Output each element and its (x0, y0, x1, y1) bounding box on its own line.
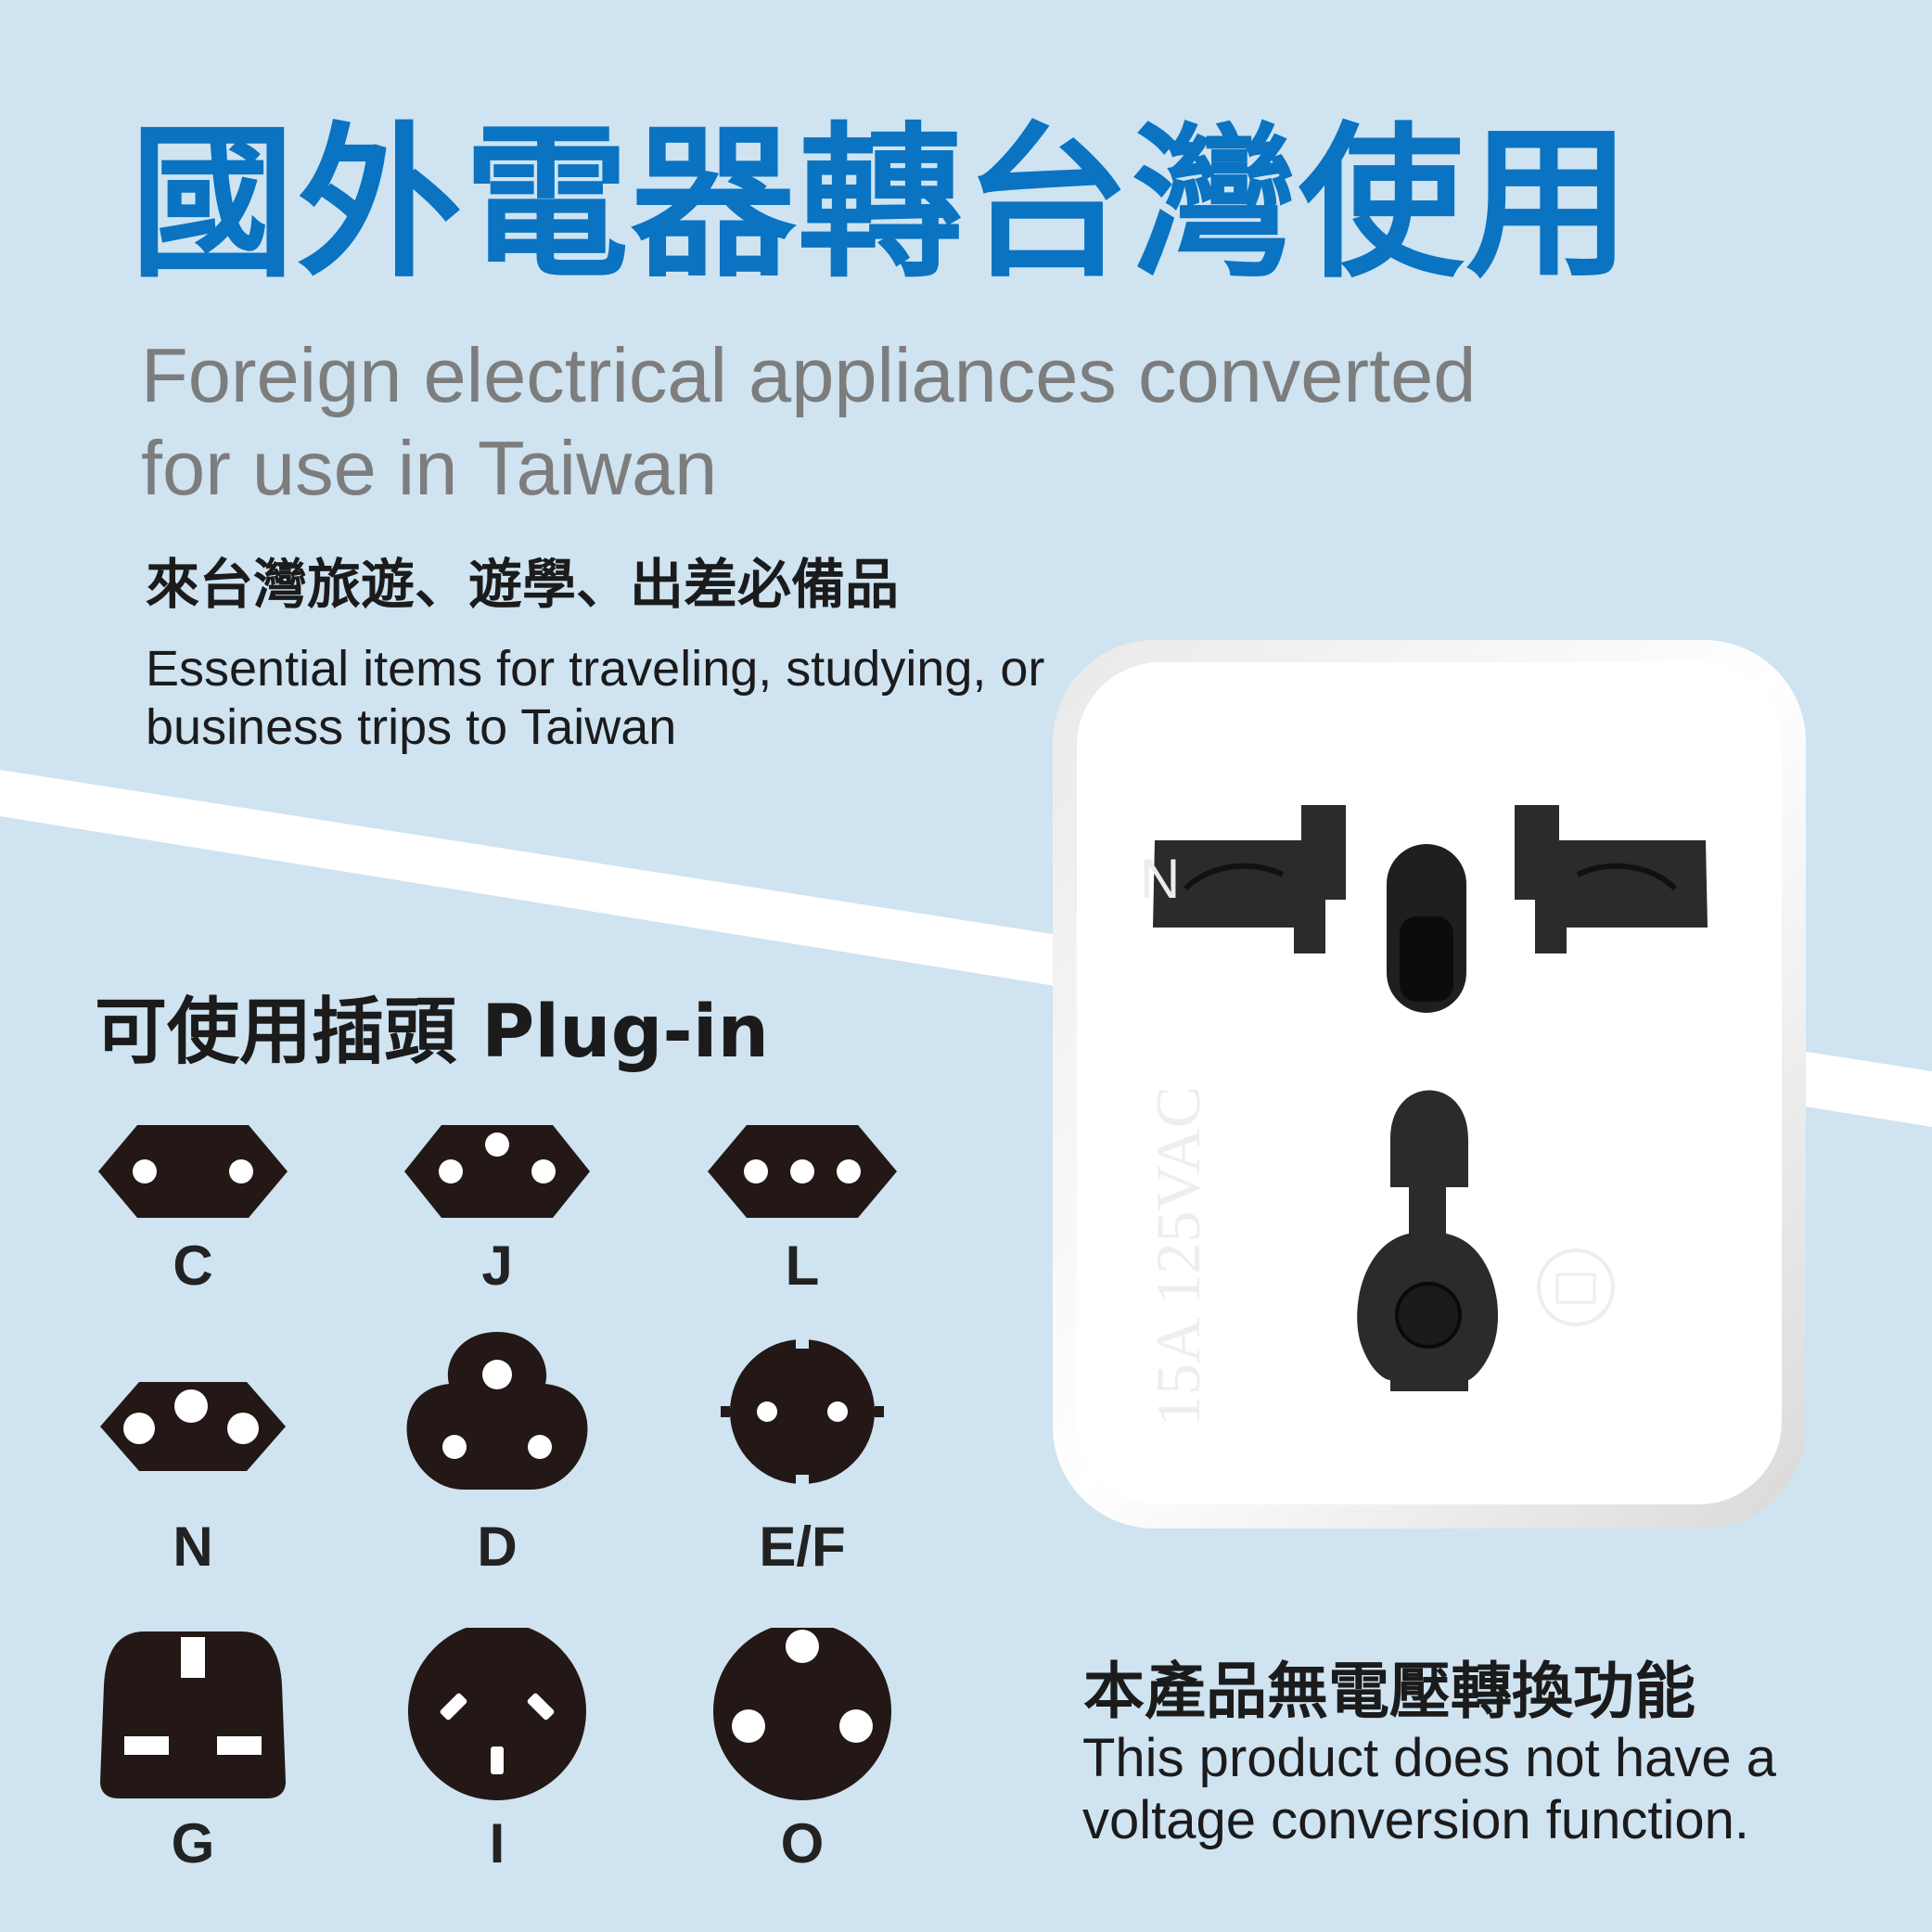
plug-type-l: L (700, 1118, 904, 1396)
plug-type-i-icon (408, 1628, 586, 1800)
page-title: 國外電器轉台灣使用 (130, 108, 1632, 300)
plug-type-ef: E/F (700, 1326, 904, 1605)
plug-type-o-icon (713, 1628, 891, 1800)
plug-type-i-label: I (489, 1812, 505, 1874)
plug-type-c: C (91, 1118, 295, 1396)
notice-chinese: 本產品無電壓轉換功能 (1083, 1656, 1695, 1727)
plug-type-ef-label: E/F (759, 1516, 846, 1578)
notice-english: This product does not have a voltage con… (1082, 1728, 1777, 1850)
plug-types-heading: 可使用插頭 Plug-in (95, 991, 770, 1074)
plug-type-g: G (91, 1628, 295, 1906)
plug-type-g-icon (100, 1631, 286, 1798)
plug-type-d: D (395, 1326, 599, 1605)
tagline-english: Essential items for traveling, studying,… (146, 641, 1045, 755)
plug-type-g-label: G (171, 1812, 215, 1874)
socket-neutral-mark: N (1140, 848, 1180, 910)
tagline-chinese: 來台灣旅遊、遊學、出差必備品 (146, 553, 900, 616)
plug-type-l-label: L (785, 1235, 820, 1297)
plug-type-c-label: C (173, 1235, 213, 1297)
plug-type-c-icon (98, 1125, 288, 1218)
plug-type-n-label: N (173, 1516, 213, 1578)
page-subtitle: Foreign electrical appliances converted … (141, 332, 1477, 511)
plug-type-n: N (91, 1326, 295, 1605)
plug-type-j-label: J (481, 1235, 513, 1297)
universal-socket-icon: N 15A 125VAC (1053, 640, 1806, 1529)
plug-type-ef-icon (721, 1336, 884, 1488)
plug-type-l-icon (708, 1125, 897, 1218)
plug-type-d-icon (406, 1332, 588, 1490)
plug-type-n-icon (100, 1382, 286, 1471)
plug-type-j-icon (404, 1125, 590, 1218)
plug-type-j: J (395, 1118, 599, 1396)
plug-type-o-label: O (780, 1812, 825, 1874)
socket-rating-text: 15A 125VAC (1143, 1086, 1213, 1427)
plug-type-i: I (395, 1628, 599, 1906)
plug-type-o: O (700, 1628, 904, 1906)
plug-type-d-label: D (477, 1516, 518, 1578)
